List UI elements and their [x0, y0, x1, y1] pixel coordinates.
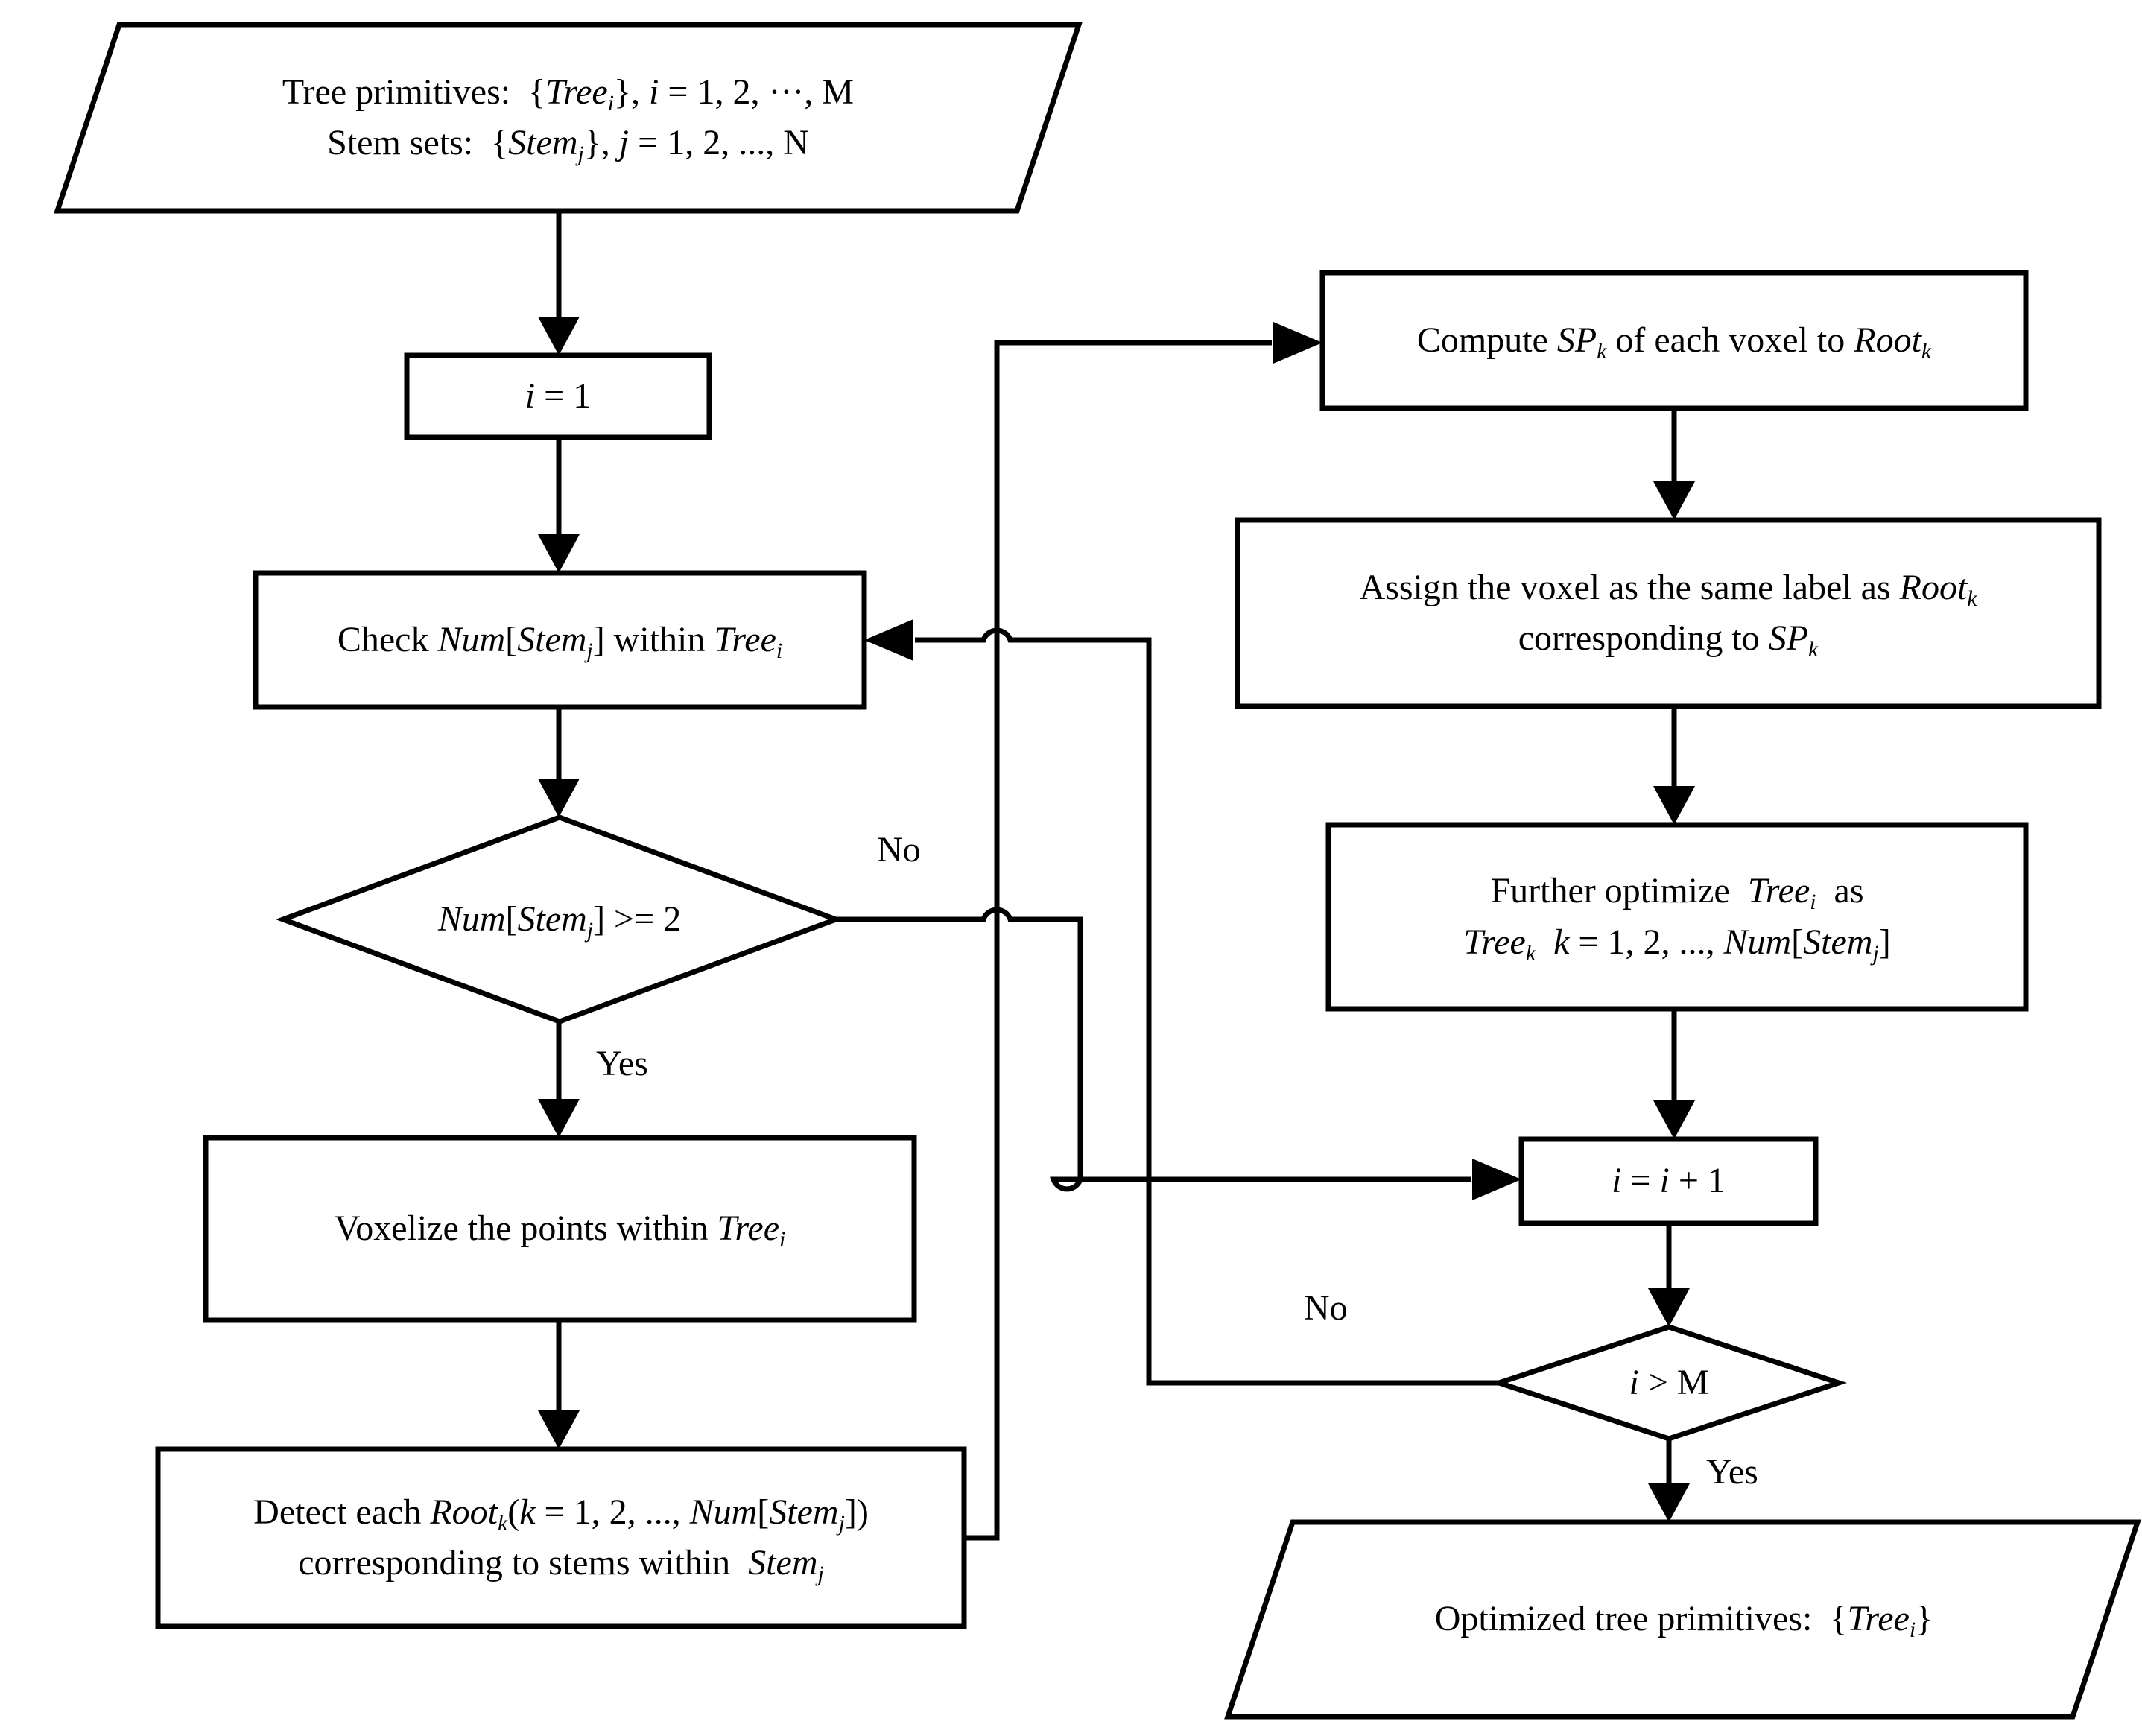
edge-label-no-decision-im: No [1304, 1288, 1348, 1328]
edge-decision-num-yes-to-voxelize [538, 1021, 580, 1138]
node-init-shape[interactable] [404, 352, 712, 440]
edge-voxelize-to-detect-root [538, 1320, 580, 1449]
edge-detect-root-to-compute-sp [964, 322, 1322, 1541]
node-further-optimize-shape[interactable] [1325, 822, 2029, 1012]
edge-init-to-check [538, 437, 580, 573]
edge-compute-sp-to-assign-label [1653, 408, 1695, 520]
node-increment-shape[interactable] [1518, 1136, 1819, 1226]
edge-check-to-decision-num [538, 707, 580, 817]
node-assign-label-shape[interactable] [1235, 517, 2102, 709]
edge-increment-to-decision-im [1648, 1223, 1690, 1327]
node-decision-im-shape[interactable] [1490, 1324, 1848, 1442]
node-output-shape[interactable] [1224, 1519, 2141, 1720]
node-compute-sp-shape[interactable] [1319, 270, 2029, 411]
node-check-shape[interactable] [253, 570, 867, 710]
edge-label-yes-decision-im: Yes [1706, 1452, 1758, 1492]
edge-decision-im-yes-to-output [1648, 1439, 1690, 1522]
node-input-shape[interactable] [54, 22, 1083, 214]
node-detect-root-shape[interactable] [155, 1446, 967, 1629]
edge-label-yes-decision-num: Yes [596, 1044, 648, 1083]
edge-input-to-init [538, 211, 580, 355]
edge-further-optimize-to-increment [1653, 1009, 1695, 1139]
node-decision-num-shape[interactable] [275, 814, 844, 1024]
node-voxelize-shape[interactable] [203, 1135, 917, 1323]
edge-label-no-decision-num: No [877, 830, 921, 869]
edge-decision-num-no-to-increment [836, 907, 1521, 1200]
edge-decision-im-no-to-check [864, 619, 1499, 1386]
edge-assign-label-to-further-optimize [1653, 706, 1695, 825]
